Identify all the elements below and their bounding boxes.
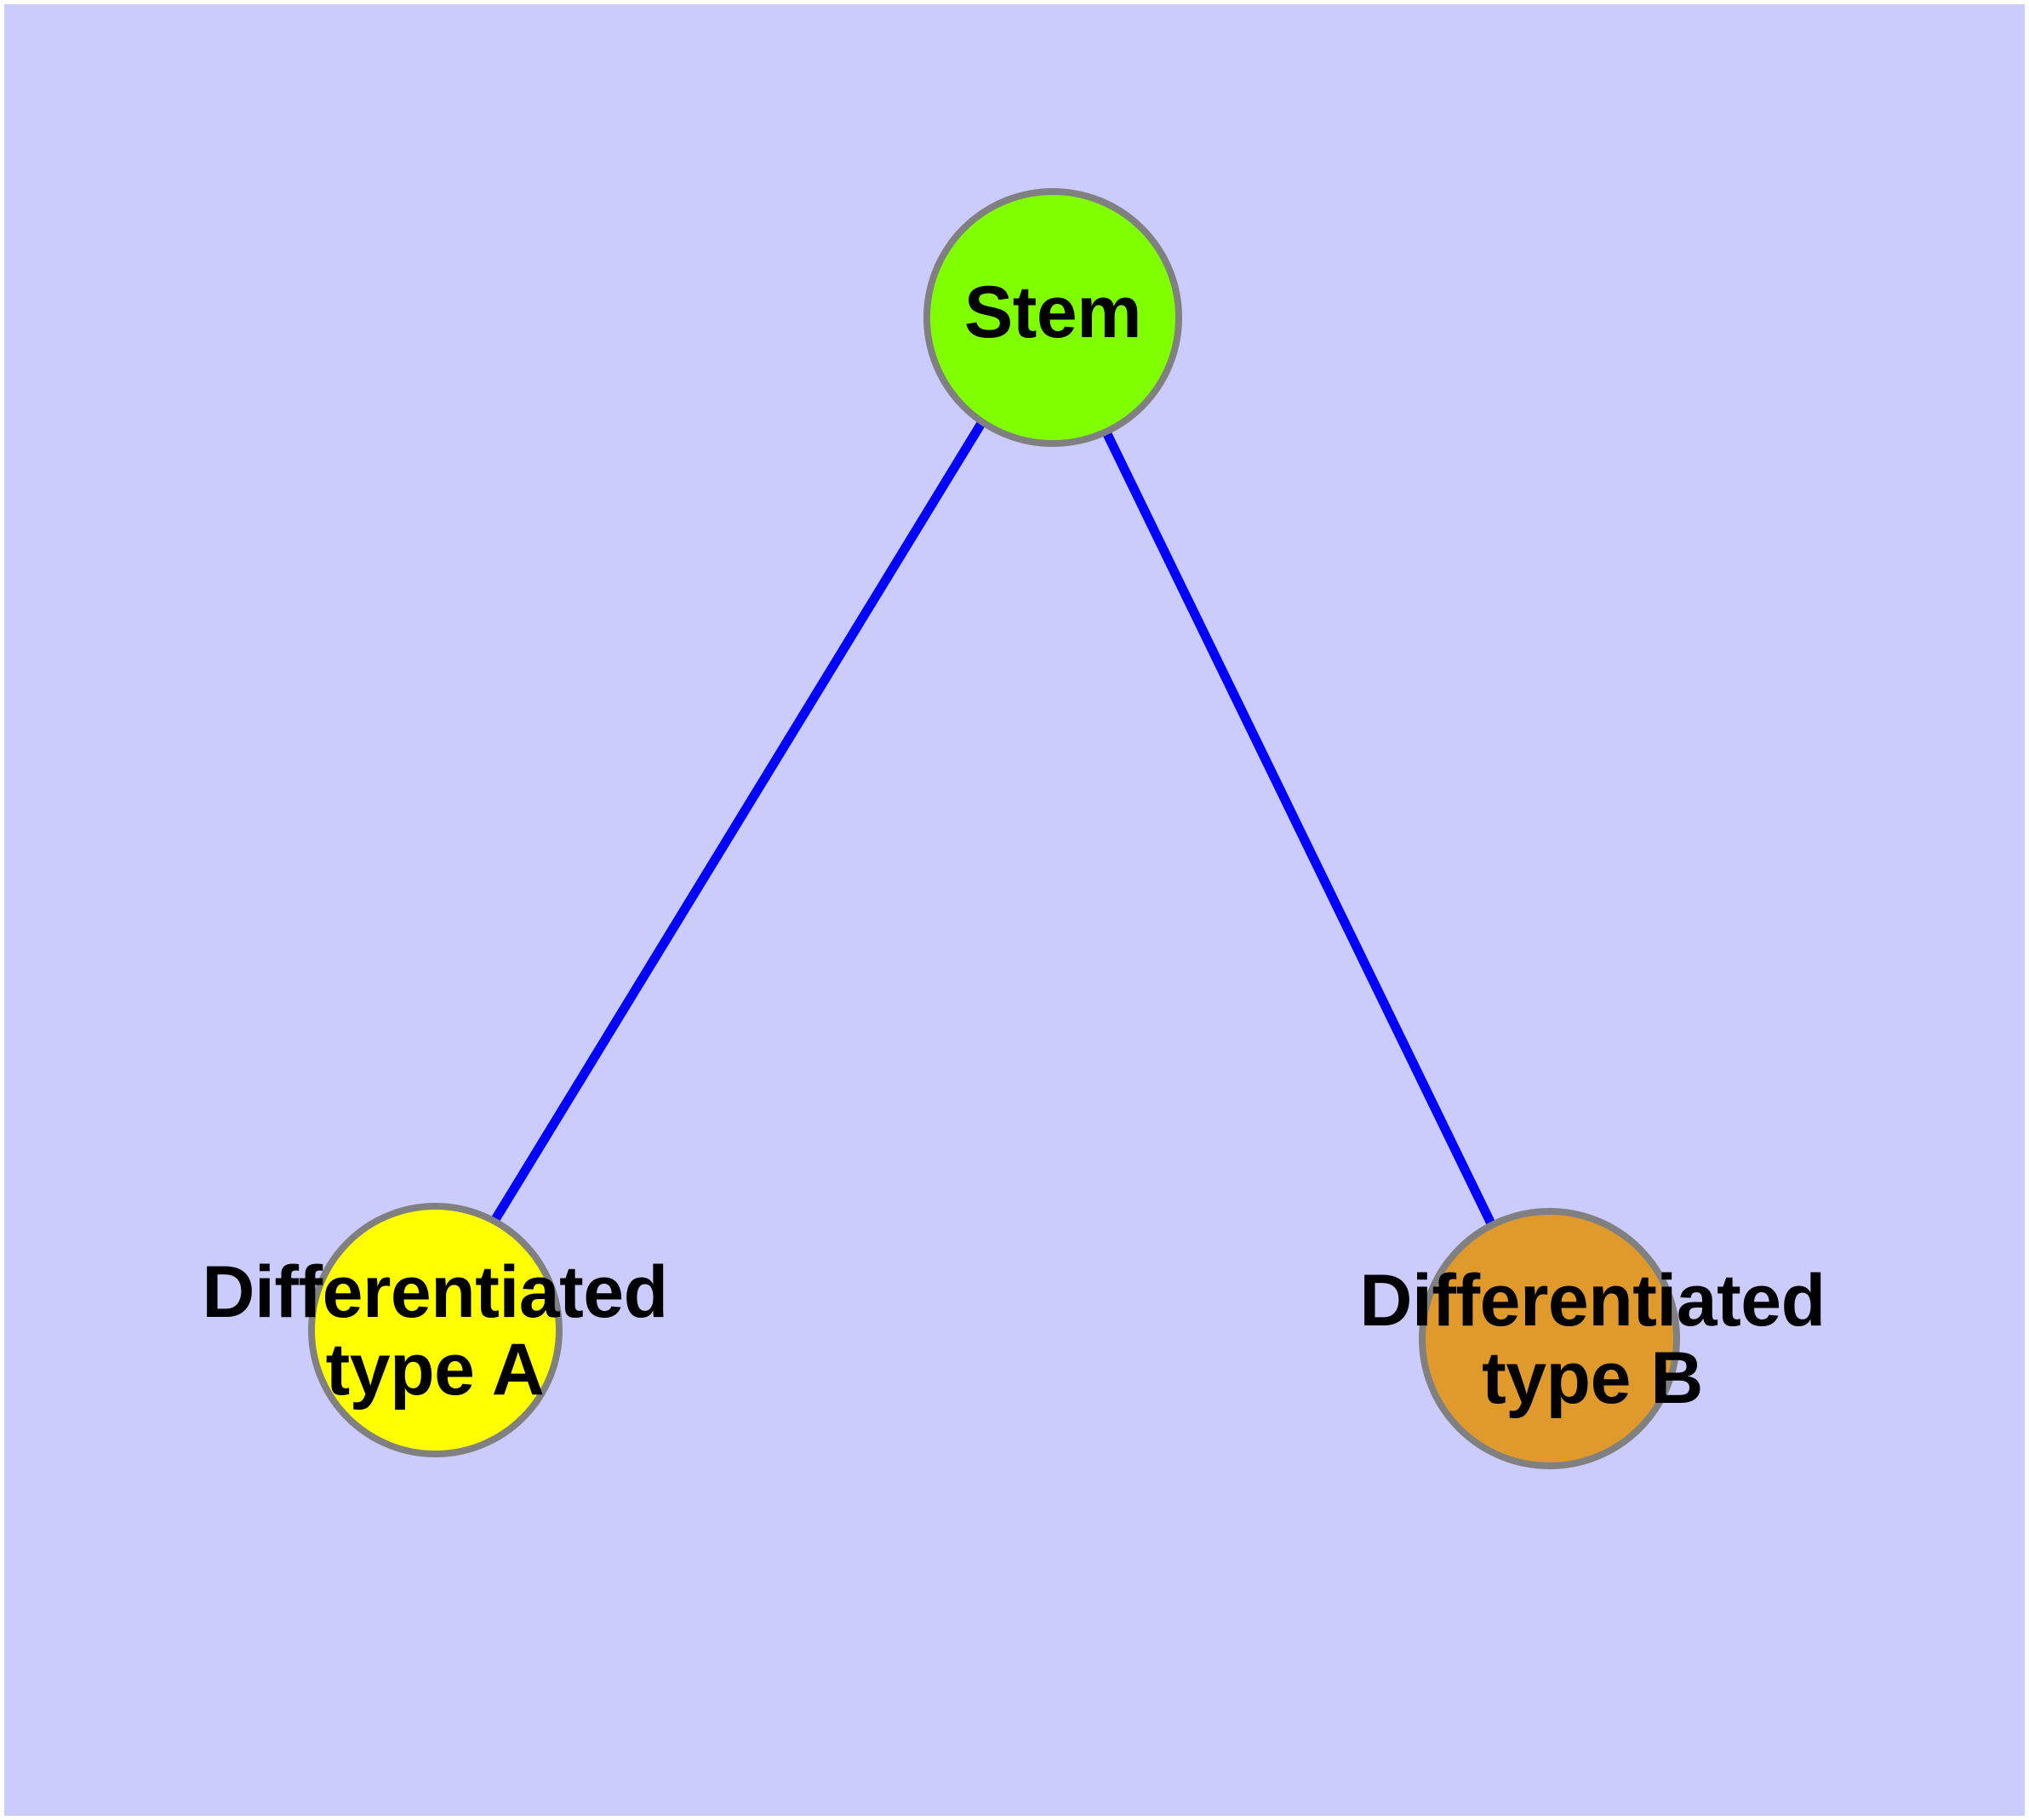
edge-layer: [426, 311, 1549, 1336]
edge-stem-to-differentiated-type-b: [1044, 311, 1549, 1336]
node-layer: Stem Differentiated type A Differentiate…: [4, 4, 2025, 1816]
node-differentiated-type-b[interactable]: [1419, 1208, 1680, 1469]
node-stem[interactable]: [923, 188, 1182, 447]
edge-stem-to-differentiated-type-a: [426, 311, 1053, 1328]
node-differentiated-type-a[interactable]: [308, 1203, 563, 1457]
diagram-plot-area: Stem Differentiated type A Differentiate…: [4, 4, 2025, 1816]
